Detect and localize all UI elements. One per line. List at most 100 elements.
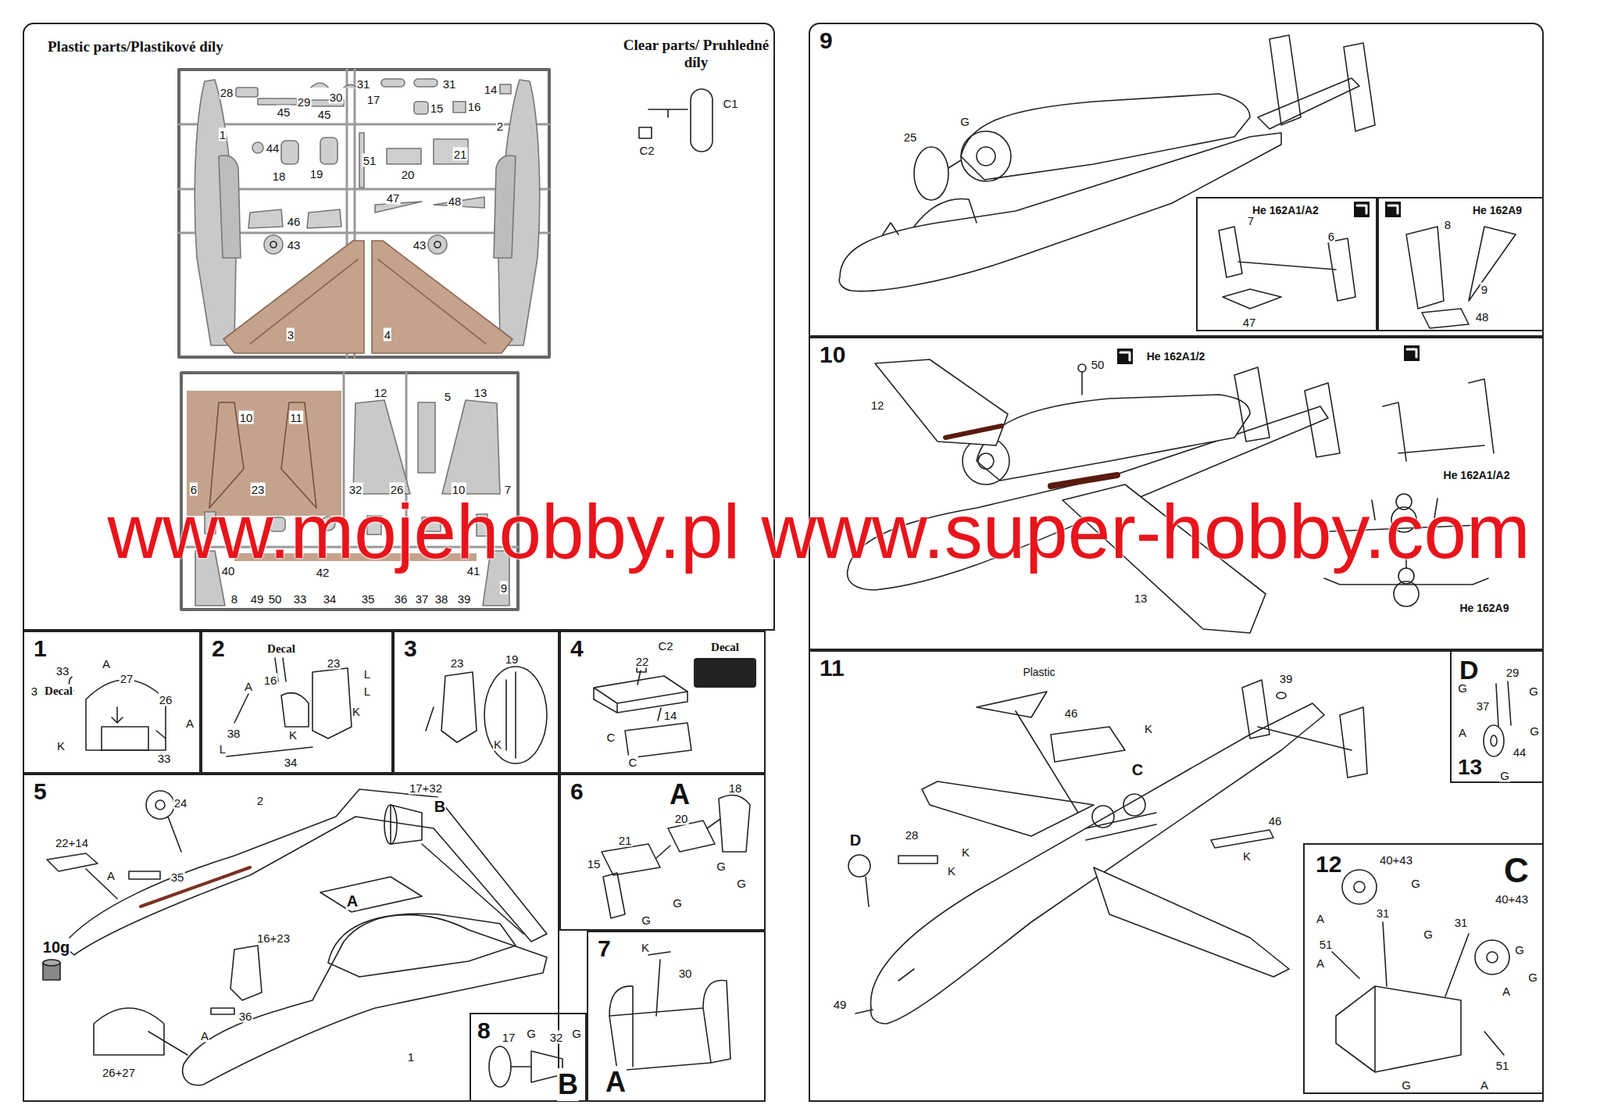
callout-number: 15 xyxy=(429,101,445,115)
label-slot: 14 xyxy=(483,82,499,97)
callout-number: 28 xyxy=(219,85,235,100)
label-slot: 3 xyxy=(30,684,39,698)
label-slot: B xyxy=(557,1067,579,1101)
callout-number: 1 xyxy=(218,128,227,142)
callout-number: G xyxy=(525,1026,537,1040)
text-slot: 3 xyxy=(403,635,418,662)
step-number: 13 xyxy=(1457,754,1483,779)
step-panel: 9He 162A1/A2He 162A9 xyxy=(808,22,1544,337)
callout-number: G xyxy=(571,1026,583,1040)
label-slot: 38 xyxy=(226,726,242,740)
callout-number: 9 xyxy=(1480,282,1489,297)
callout-letter: A xyxy=(346,892,359,911)
callout-number: 51 xyxy=(1495,1058,1511,1072)
callout-number: G xyxy=(735,876,747,890)
callout-number: 13 xyxy=(1133,591,1149,605)
label-slot: 15 xyxy=(429,101,445,115)
callout-number: 6 xyxy=(1327,229,1336,243)
step-number: 3 xyxy=(403,635,418,661)
label-slot: A xyxy=(185,716,195,730)
label-slot: A xyxy=(1479,1078,1490,1092)
label-slot: 51 xyxy=(1318,937,1334,951)
callout-number: 14 xyxy=(483,82,499,97)
callout-number: 46 xyxy=(1267,814,1283,828)
label-slot: 36 xyxy=(238,1009,254,1023)
callout-number: G xyxy=(1528,724,1540,738)
callout-number: 19 xyxy=(309,167,325,181)
callout-number: 9 xyxy=(500,581,508,595)
callout-number: 39 xyxy=(457,592,472,606)
label-slot: 40+43 xyxy=(1378,853,1414,867)
callout-number: 35 xyxy=(360,592,376,606)
label-slot: A xyxy=(1315,956,1325,970)
callout-number: 37 xyxy=(414,592,430,606)
label-slot: 2 xyxy=(256,793,265,808)
callout-number: 38 xyxy=(226,726,242,740)
variant-box: He 162A1/A2 xyxy=(1196,196,1378,332)
label-slot: 23 xyxy=(326,656,342,670)
text-slot: 5 xyxy=(33,778,47,805)
text-slot: 10 xyxy=(819,341,846,368)
step-panel: 5 xyxy=(22,773,560,1102)
label-slot: 21 xyxy=(453,147,468,161)
label-slot: 40+43 xyxy=(1494,892,1529,906)
callout-number: 5 xyxy=(443,389,452,404)
label-slot: G xyxy=(1457,681,1468,695)
label-slot: 46 xyxy=(1064,706,1079,720)
label-slot: 31 xyxy=(356,77,372,91)
label-slot: G xyxy=(1528,684,1540,698)
callout-number: 10 xyxy=(239,410,254,425)
callout-number: 34 xyxy=(322,592,338,606)
text-slot: 11 xyxy=(819,654,845,682)
callout-number: 46 xyxy=(1064,706,1079,720)
label-slot: www.mojehobby.pl www.super-hobby.com xyxy=(107,487,1530,576)
callout-number: 13 xyxy=(473,385,489,400)
label-slot: 28 xyxy=(904,828,920,842)
callout-number: 35 xyxy=(170,870,186,884)
callout-number: 21 xyxy=(453,147,468,161)
callout-number: 4 xyxy=(383,328,392,342)
label-slot: 49 xyxy=(832,997,848,1011)
label-slot: 32 xyxy=(549,1030,565,1044)
label-slot: K xyxy=(288,728,298,742)
label-slot: G xyxy=(735,876,747,890)
label-slot: 22+14 xyxy=(54,835,90,850)
callout-number: A xyxy=(185,716,195,730)
callout-number: 37 xyxy=(1475,699,1491,713)
callout-letter: 10g xyxy=(42,938,71,957)
text-slot: Plastic parts/Plastikové díly xyxy=(47,38,224,56)
label-slot: C xyxy=(1131,760,1144,779)
label-slot: 45 xyxy=(317,107,333,122)
callout-letter: B xyxy=(433,797,447,816)
callout-number: 2 xyxy=(496,119,504,133)
label-slot: 27 xyxy=(119,671,135,686)
callout-number: 32 xyxy=(549,1030,565,1044)
label-slot: K xyxy=(56,739,66,753)
label-slot: 39 xyxy=(457,592,472,606)
label-slot: 10g xyxy=(42,938,71,957)
step-number: 2 xyxy=(211,635,225,661)
label-slot: K xyxy=(351,704,361,718)
step-number: 6 xyxy=(570,778,584,804)
callout-number: 25 xyxy=(903,130,918,144)
callout-number: 20 xyxy=(400,167,416,182)
label-slot: 45 xyxy=(276,105,292,119)
callout-number: K xyxy=(351,704,361,718)
label-slot: 26+27 xyxy=(101,1065,136,1079)
callout-number: 23 xyxy=(326,656,342,670)
label-slot: G xyxy=(959,114,971,129)
callout-number: 24 xyxy=(173,796,189,810)
step-number: 1 xyxy=(33,635,47,661)
callout-number: 31 xyxy=(1375,906,1391,920)
label-slot: 47 xyxy=(385,191,401,205)
callout-number: 22+14 xyxy=(54,835,90,850)
callout-number: 16+23 xyxy=(256,931,291,945)
label-slot: 23 xyxy=(450,656,465,670)
label-slot: L xyxy=(363,684,372,698)
callout-number: 14 xyxy=(663,708,679,722)
callout-letter: D xyxy=(849,831,862,850)
label-slot: 11 xyxy=(289,410,304,425)
callout-number: 44 xyxy=(265,141,281,155)
callout-number: G xyxy=(671,896,683,910)
callout-number: 45 xyxy=(317,107,333,122)
